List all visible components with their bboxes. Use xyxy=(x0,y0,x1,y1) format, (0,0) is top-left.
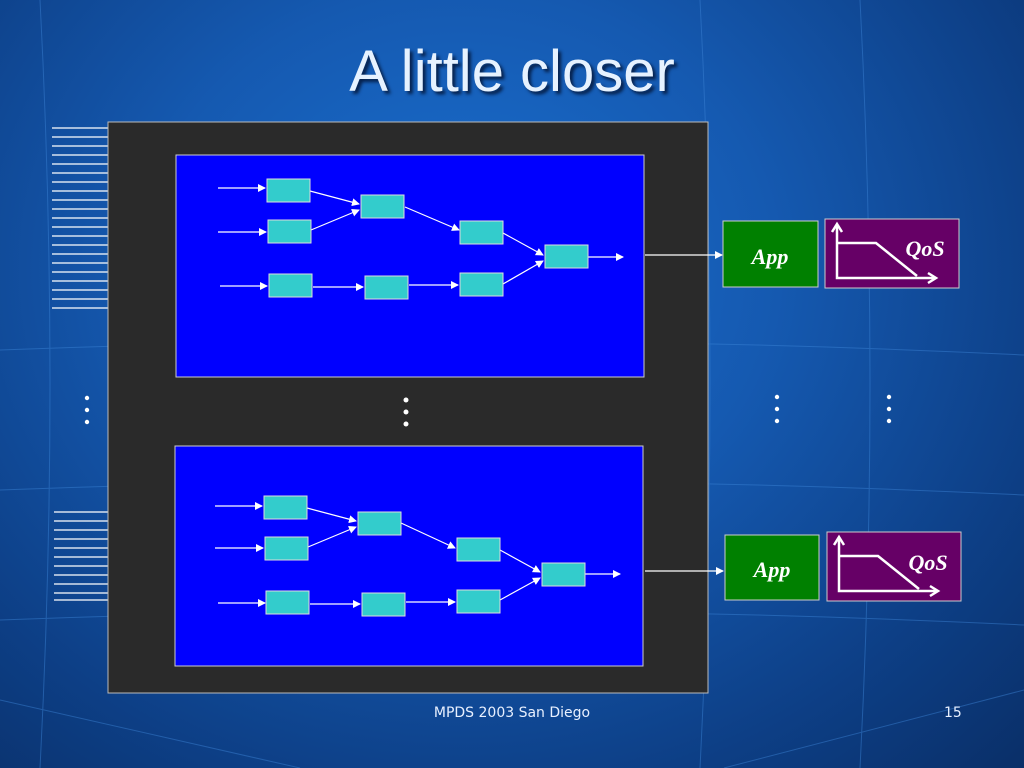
operator-node xyxy=(456,589,501,614)
operator-node xyxy=(360,194,405,219)
app-label: App xyxy=(752,557,791,582)
app-label: App xyxy=(750,244,789,269)
slide-title: A little closer xyxy=(349,39,675,104)
operator-node xyxy=(266,178,311,203)
operator-node xyxy=(268,273,313,298)
operator-node xyxy=(364,275,409,300)
footer-text: MPDS 2003 San Diego xyxy=(433,705,591,721)
qos-box-bottom: QoS xyxy=(826,531,962,602)
operator-node xyxy=(357,511,402,536)
app-box-top: App xyxy=(722,220,819,288)
ellipsis-dots xyxy=(84,394,892,427)
qos-label: QoS xyxy=(905,236,944,261)
operator-node xyxy=(263,495,308,520)
operator-node xyxy=(541,562,586,587)
operator-node xyxy=(264,536,309,561)
qos-label: QoS xyxy=(908,550,947,575)
page-number: 15 xyxy=(944,705,962,721)
operator-node xyxy=(544,244,589,269)
qos-graph-icon xyxy=(832,534,941,598)
network-box-bottom xyxy=(174,445,644,667)
qos-graph-icon xyxy=(830,221,939,285)
operator-node xyxy=(456,537,501,562)
operator-node xyxy=(265,590,310,615)
operator-node xyxy=(459,272,504,297)
qos-box-top: QoS xyxy=(824,218,960,289)
operator-node xyxy=(267,219,312,244)
operator-node xyxy=(361,592,406,617)
operator-node xyxy=(459,220,504,245)
app-box-bottom: App xyxy=(724,534,820,601)
network-box-top xyxy=(175,154,645,378)
